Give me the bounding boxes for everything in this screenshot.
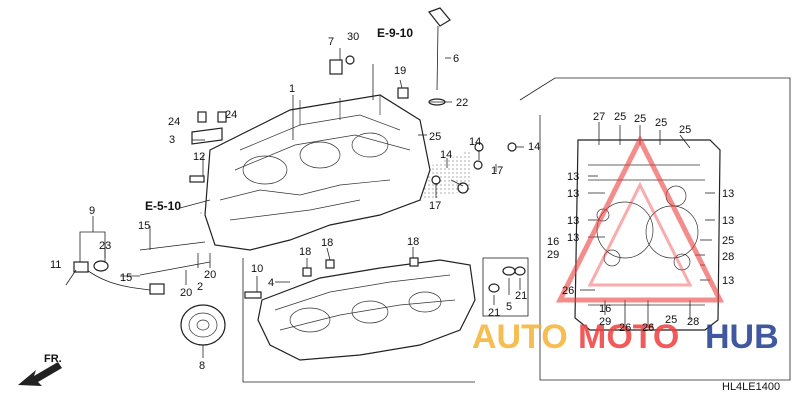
callout-2: 2: [197, 281, 203, 293]
diagram-code: HL4LE1400: [722, 381, 780, 393]
callout-14b: 14: [528, 141, 540, 153]
callout-15b: 15: [120, 272, 132, 284]
callout-20a: 20: [204, 269, 216, 281]
plate-callout-13c: 13: [567, 215, 579, 227]
plate-callout-numbers: 27 25 25 25 25 13 13 13 13 13 13 25 28 1…: [547, 111, 734, 334]
sensor-assembly: [65, 231, 165, 295]
callout-24b: 24: [225, 109, 237, 121]
oil-dipstick: [428, 7, 451, 106]
plate-callout-26c: 26: [642, 322, 654, 334]
callout-30: 30: [347, 31, 359, 43]
callout-23: 23: [99, 240, 111, 252]
plate-callout-29b: 29: [599, 316, 611, 328]
plate-callout-28b: 28: [687, 316, 699, 328]
front-arrow: FR.: [18, 353, 62, 386]
plate-callout-27: 27: [593, 111, 605, 123]
callout-12: 12: [193, 151, 205, 163]
plate-callout-13a: 13: [567, 171, 579, 183]
front-label: FR.: [44, 353, 62, 365]
lower-crankcase: [257, 259, 476, 361]
plate-callout-25f: 25: [665, 314, 677, 326]
callout-17a: 17: [491, 165, 503, 177]
plate-callout-13b: 13: [567, 188, 579, 200]
callout-21b: 21: [515, 290, 527, 302]
leader-lines: [92, 48, 524, 358]
callout-20b: 20: [180, 287, 192, 299]
plate-callout-25d: 25: [679, 124, 691, 136]
seal-group: [482, 257, 529, 317]
callout-9: 9: [89, 205, 95, 217]
callout-21a: 21: [488, 307, 500, 319]
ref-e-9-10: E-9-10: [377, 26, 413, 40]
plate-callout-26b: 26: [619, 322, 631, 334]
callout-14a: 14: [469, 136, 481, 148]
watermark: AUTO MOTO HUB: [472, 134, 779, 356]
crankcase-plate: [574, 139, 721, 331]
callout-17b: 17: [429, 200, 441, 212]
plate-callout-13g: 13: [722, 275, 734, 287]
callout-4: 4: [268, 277, 274, 289]
callout-19: 19: [394, 65, 406, 77]
plate-callout-16a: 16: [547, 236, 559, 248]
callout-1: 1: [289, 83, 295, 95]
plate-callout-25e: 25: [722, 235, 734, 247]
callout-11: 11: [50, 259, 61, 271]
callout-3: 3: [169, 134, 175, 146]
watermark-moto: MOTO: [578, 318, 679, 356]
upper-crankcase: [204, 94, 431, 251]
callout-18c: 18: [407, 236, 419, 248]
callout-8: 8: [199, 360, 205, 372]
right-panel-bracket: [519, 77, 791, 381]
plate-callout-16b: 16: [599, 303, 611, 315]
stud-15a: [139, 241, 206, 251]
callout-18a: 18: [299, 246, 311, 258]
plate-callout-28a: 28: [722, 251, 734, 263]
watermark-auto: AUTO: [472, 318, 568, 356]
plate-callout-13f: 13: [722, 215, 734, 227]
plate-callout-29a: 29: [547, 249, 559, 261]
callout-10: 10: [251, 263, 263, 275]
callout-25: 25: [429, 131, 441, 143]
callout-22: 22: [456, 97, 468, 109]
callout-15a: 15: [138, 220, 150, 232]
lower-case-bracket: [242, 258, 475, 383]
rotor-8: [180, 304, 226, 346]
ref-e-5-10: E-5-10: [145, 199, 181, 213]
plate-callout-13d: 13: [567, 232, 579, 244]
stud-15b: [139, 261, 211, 276]
callout-18b: 18: [321, 237, 333, 249]
plate-callout-26a: 26: [562, 285, 574, 297]
callout-14c: 14: [440, 149, 452, 161]
bolt-10: [244, 291, 262, 299]
callout-7: 7: [328, 36, 334, 48]
plate-callout-25c: 25: [655, 117, 667, 129]
watermark-hub: HUB: [705, 318, 779, 356]
plate-callout-13e: 13: [722, 188, 734, 200]
plate-callout-25b: 25: [634, 113, 646, 125]
callout-numbers: 1 2 3 4 5 6 7 8 9 10 11 12 14 14 14 15 1…: [50, 31, 540, 372]
callout-24a: 24: [168, 116, 180, 128]
plate-callout-25a: 25: [614, 111, 626, 123]
callout-5: 5: [506, 301, 512, 313]
callout-6: 6: [453, 53, 459, 65]
